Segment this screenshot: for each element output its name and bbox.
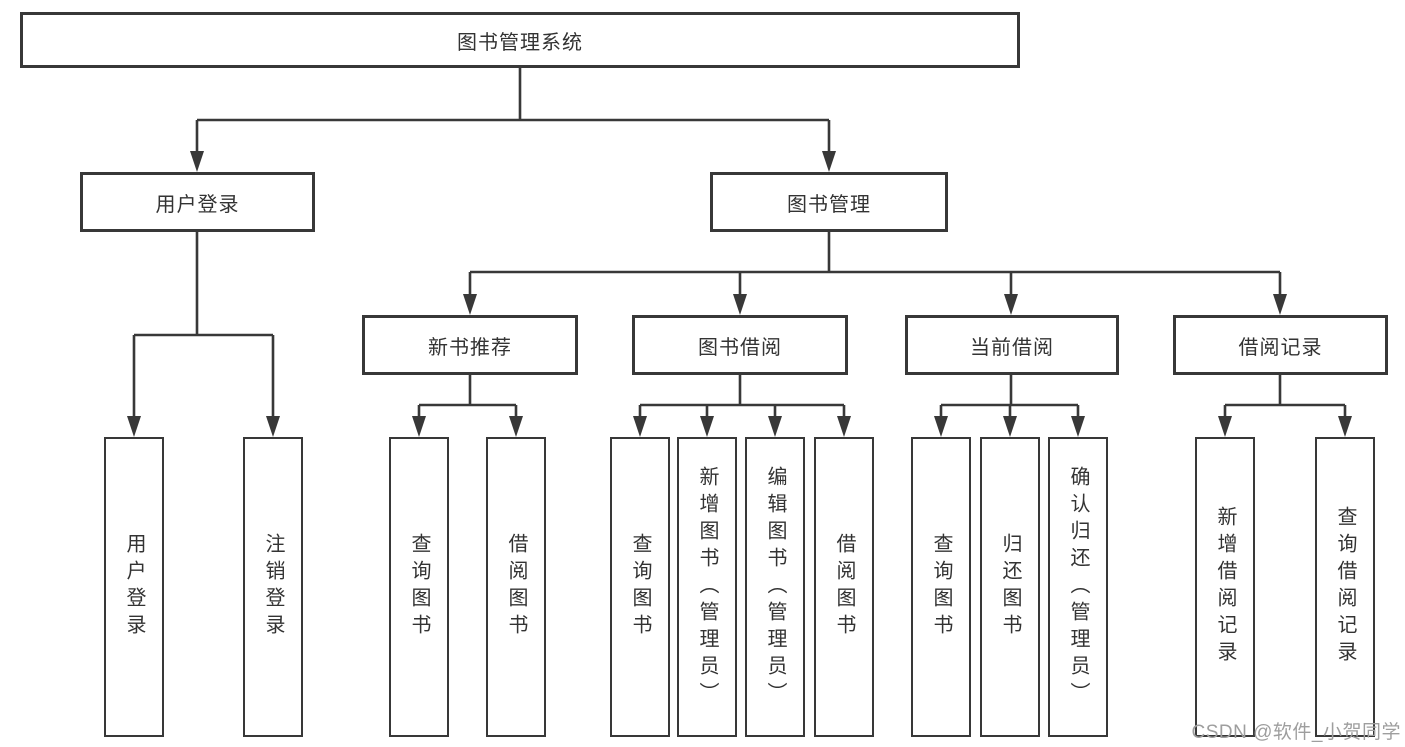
arrowhead-icon — [822, 151, 836, 172]
node-borrowing-records: 借阅记录 — [1173, 315, 1388, 375]
leaf-edit-books-admin: 编辑图书（管理员） — [745, 437, 805, 737]
arrowhead-icon — [700, 416, 714, 437]
leaf-query-borrow-record: 查询借阅记录 — [1315, 437, 1375, 737]
leaf-add-books-admin: 新增图书（管理员） — [677, 437, 737, 737]
connector-current-borrowing-to-leaves — [939, 375, 1080, 418]
arrowhead-icon — [127, 416, 141, 437]
arrowhead-icon — [509, 416, 523, 437]
arrowhead-icon — [463, 294, 477, 315]
connector-borrowing-records-to-leaves — [1223, 375, 1347, 418]
arrowhead-icon — [733, 294, 747, 315]
arrowhead-icon — [837, 416, 851, 437]
node-user-login: 用户登录 — [80, 172, 315, 232]
leaf-borrowing-borrow-books: 借阅图书 — [814, 437, 874, 737]
arrowhead-icon — [1004, 294, 1018, 315]
arrowhead-icon — [1273, 294, 1287, 315]
arrowhead-icon — [1338, 416, 1352, 437]
node-book-borrowing: 图书借阅 — [632, 315, 848, 375]
leaf-recommend-borrow-books: 借阅图书 — [486, 437, 546, 737]
arrowhead-icon — [412, 416, 426, 437]
arrowhead-icon — [1218, 416, 1232, 437]
leaf-user-login: 用户登录 — [104, 437, 164, 737]
connector-book-management-to-level3 — [468, 232, 1282, 296]
leaf-logout: 注销登录 — [243, 437, 303, 737]
leaf-add-borrow-record: 新增借阅记录 — [1195, 437, 1255, 737]
arrowheads — [127, 151, 1352, 437]
arrowhead-icon — [190, 151, 204, 172]
csdn-watermark: CSDN @软件_小贺同学 — [1191, 722, 1401, 743]
arrowhead-icon — [768, 416, 782, 437]
node-root: 图书管理系统 — [20, 12, 1020, 68]
arrowhead-icon — [934, 416, 948, 437]
node-new-book-recommend: 新书推荐 — [362, 315, 578, 375]
connector-new-book-recommend-to-leaves — [417, 375, 518, 418]
node-current-borrowing: 当前借阅 — [905, 315, 1119, 375]
connector-root-to-level2 — [195, 68, 831, 153]
leaf-current-query-books: 查询图书 — [911, 437, 971, 737]
connector-book-borrowing-to-leaves — [638, 375, 846, 418]
leaf-recommend-query-books: 查询图书 — [389, 437, 449, 737]
arrowhead-icon — [633, 416, 647, 437]
connector-user-login-to-leaves — [132, 232, 275, 418]
arrowhead-icon — [266, 416, 280, 437]
leaf-confirm-return-admin: 确认归还（管理员） — [1048, 437, 1108, 737]
arrowhead-icon — [1071, 416, 1085, 437]
leaf-borrowing-query-books: 查询图书 — [610, 437, 670, 737]
arrowhead-icon — [1003, 416, 1017, 437]
leaf-return-books: 归还图书 — [980, 437, 1040, 737]
node-book-management: 图书管理 — [710, 172, 948, 232]
